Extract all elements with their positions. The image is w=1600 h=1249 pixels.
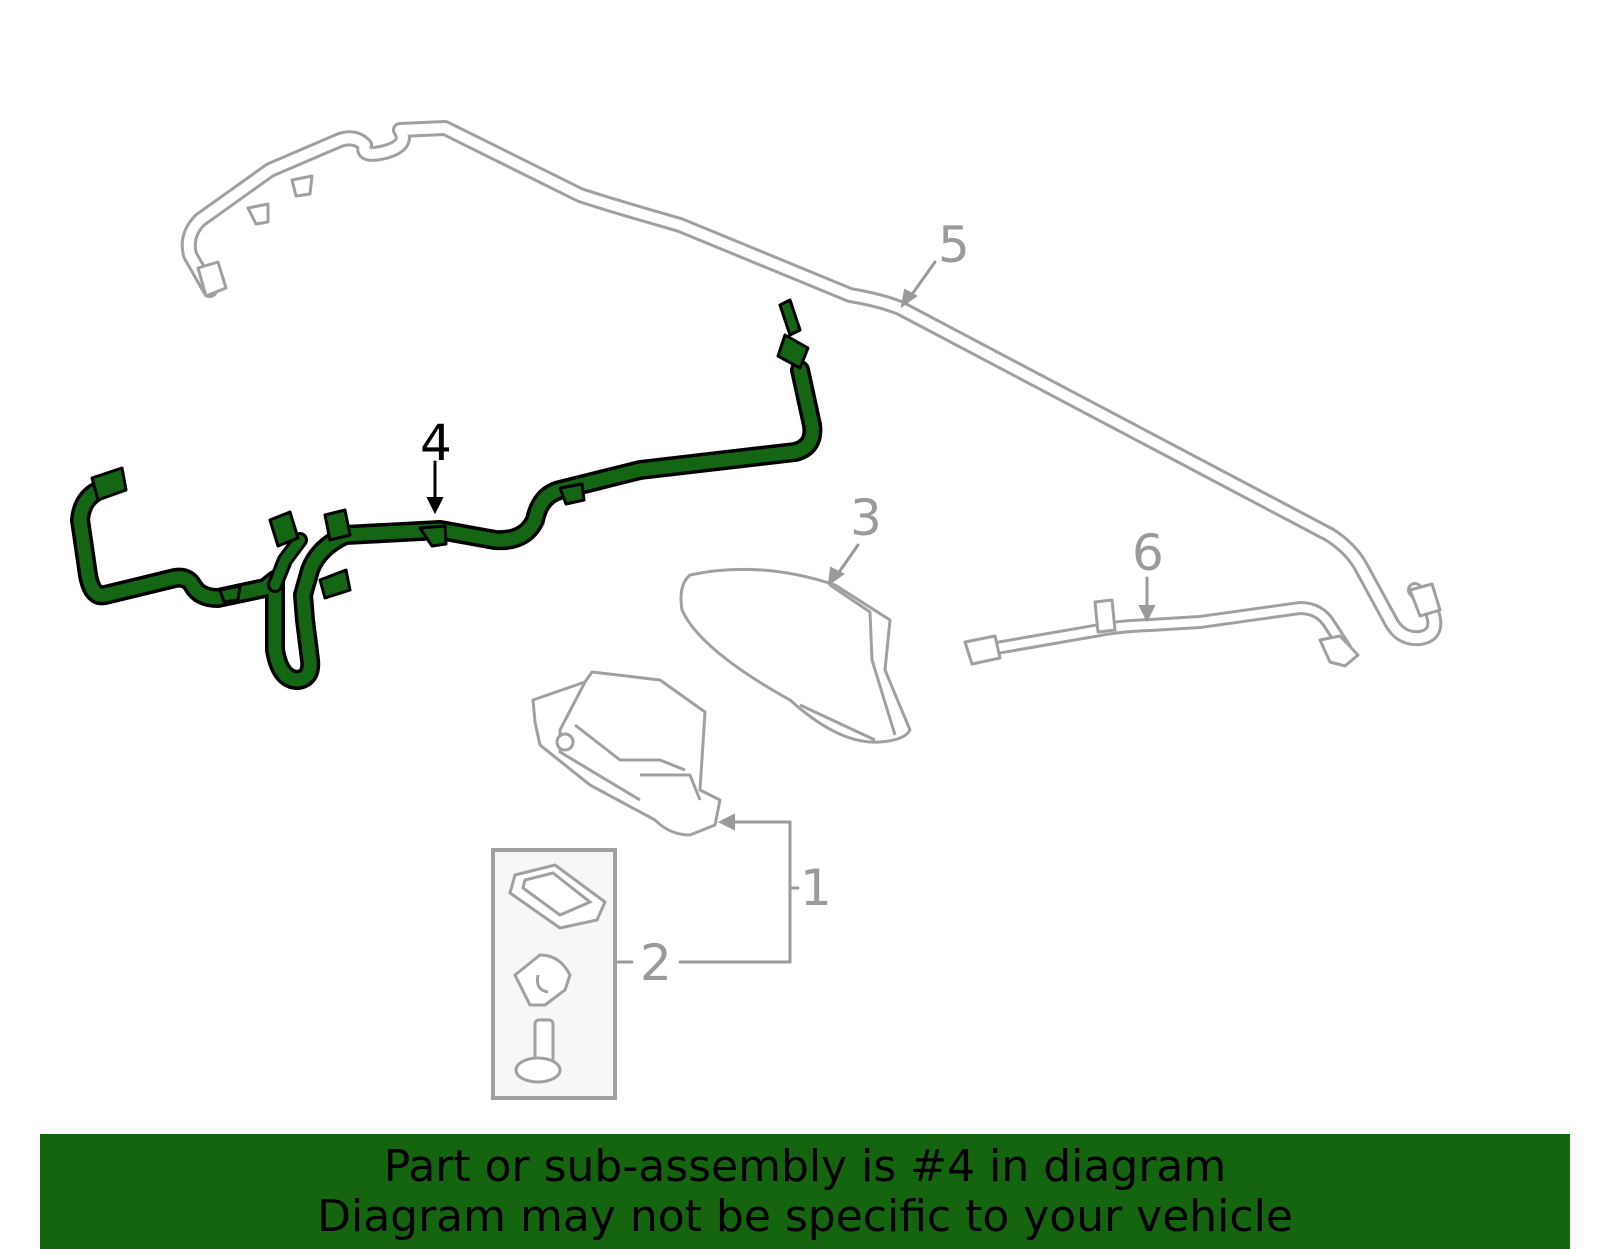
callout-1: 1 (800, 859, 832, 917)
leader-lines (426, 260, 1156, 964)
banner-line-1: Part or sub-assembly is #4 in diagram (383, 1140, 1227, 1192)
part-6-harness (963, 598, 1360, 668)
callout-3: 3 (850, 489, 882, 547)
callout-5: 5 (938, 216, 970, 274)
callout-2: 2 (640, 934, 672, 992)
part-1-antenna-base (531, 670, 722, 837)
banner-line-2: Diagram may not be specific to your vehi… (317, 1190, 1293, 1242)
notice-banner: Part or sub-assembly is #4 in diagram Di… (40, 1134, 1570, 1249)
callout-4: 4 (420, 414, 452, 472)
part-4-harness (70, 298, 823, 690)
callout-6: 6 (1132, 524, 1164, 582)
part-3-antenna-cover (679, 567, 912, 744)
part-2-hardware-kit (491, 848, 617, 1100)
part-5-harness (180, 120, 1443, 647)
